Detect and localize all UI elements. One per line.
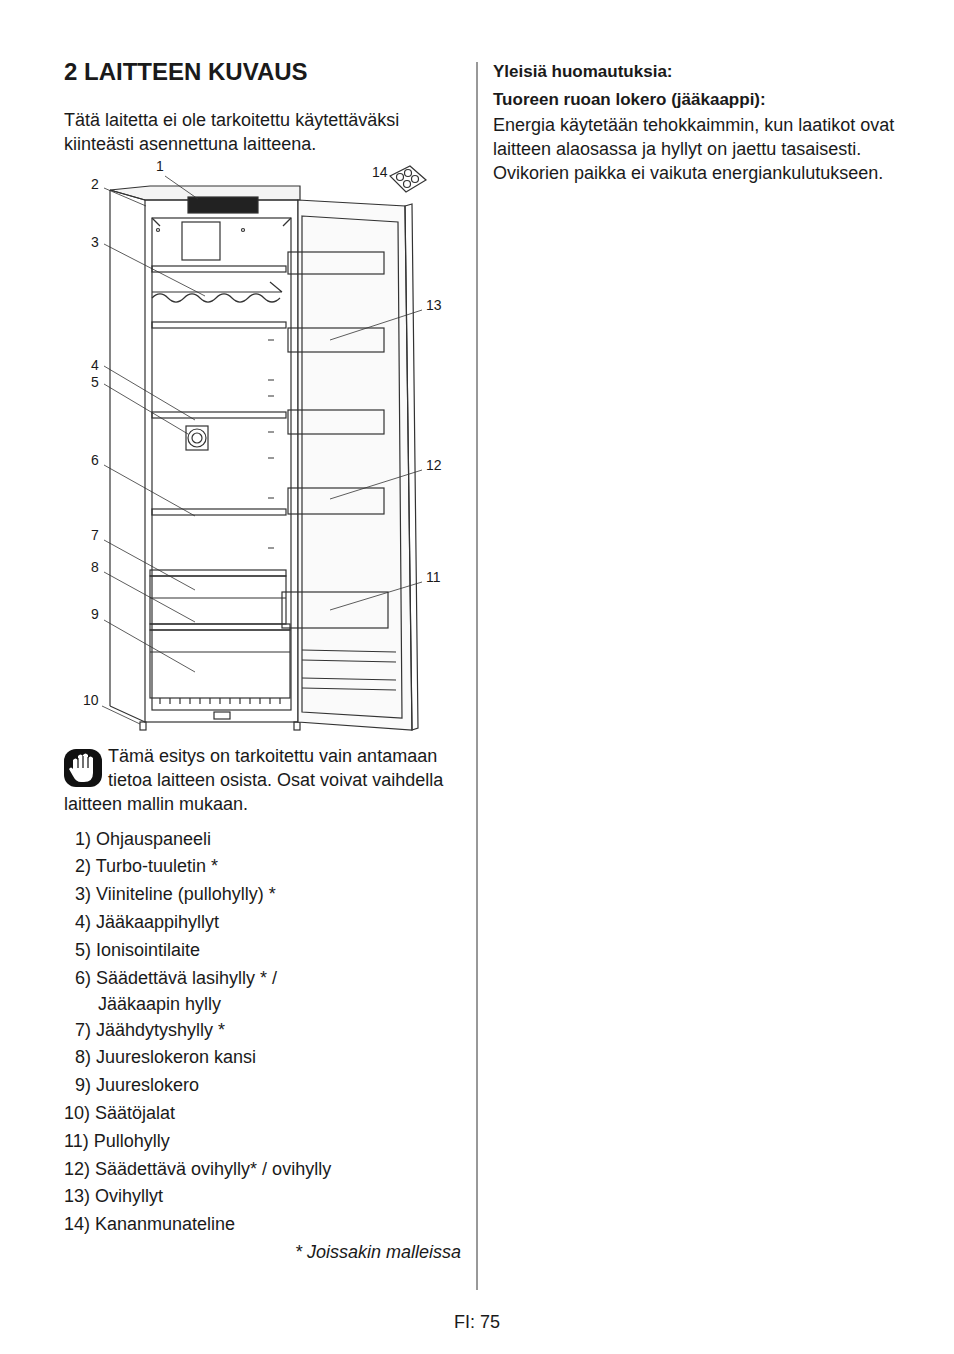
callout-number: 11 — [426, 569, 441, 585]
callout-number: 12 — [426, 457, 442, 473]
body-text: Energia käytetään tehokkaimmin, kun laat… — [493, 113, 898, 185]
parts-list-item: 13) Ovihyllyt — [64, 1183, 163, 1209]
parts-list-item: 12) Säädettävä ovihylly* / ovihylly — [64, 1156, 331, 1182]
callout-number: 13 — [426, 297, 442, 313]
page-number: FI: 75 — [427, 1310, 527, 1334]
parts-list-item: 3) Viiniteline (pullohylly) * — [75, 881, 276, 907]
callout-number: 7 — [91, 527, 99, 543]
parts-list-item: 6) Säädettävä lasihylly * / Jääkaapin hy… — [75, 965, 348, 1017]
callout-number: 3 — [91, 234, 99, 250]
parts-list-item: 5) Ionisointilaite — [75, 937, 200, 963]
parts-list-item: 4) Jääkaappihyllyt — [75, 909, 219, 935]
callout-number: 5 — [91, 374, 99, 390]
parts-list-item: 8) Juureslokeron kansi — [75, 1044, 256, 1070]
footnote: * Joissakin malleissa — [250, 1240, 461, 1264]
callout-number: 8 — [91, 559, 99, 575]
parts-list-item: 10) Säätöjalat — [64, 1100, 175, 1126]
caution-icon — [64, 749, 102, 787]
parts-list-item: 7) Jäähdytyshylly * — [75, 1017, 225, 1043]
callout-number: 4 — [91, 357, 99, 373]
callout-number: 9 — [91, 606, 99, 622]
parts-list-item: 14) Kananmunateline — [64, 1211, 235, 1237]
parts-list-item: 11) Pullohylly — [64, 1128, 170, 1154]
section-heading: Tuoreen ruoan lokero (jääkaappi): — [493, 90, 766, 110]
parts-list-item: 1) Ohjauspaneeli — [75, 826, 211, 852]
icon-spacer — [64, 744, 108, 790]
callout-number: 2 — [91, 176, 99, 192]
callout-number: 10 — [83, 692, 99, 708]
section-heading: Yleisiä huomautuksia: — [493, 62, 673, 82]
callout-number: 14 — [372, 164, 388, 180]
page-title: 2 LAITTEEN KUVAUS — [64, 58, 308, 86]
caution-note: Tämä esitys on tarkoitettu vain antamaan… — [64, 744, 456, 816]
callout-number: 1 — [156, 158, 164, 174]
parts-list-item: 9) Juureslokero — [75, 1072, 199, 1098]
parts-list-item: 2) Turbo-tuuletin * — [75, 853, 218, 879]
intro-text: Tätä laitetta ei ole tarkoitettu käytett… — [64, 108, 459, 156]
column-divider — [477, 62, 478, 1290]
callout-number: 6 — [91, 452, 99, 468]
